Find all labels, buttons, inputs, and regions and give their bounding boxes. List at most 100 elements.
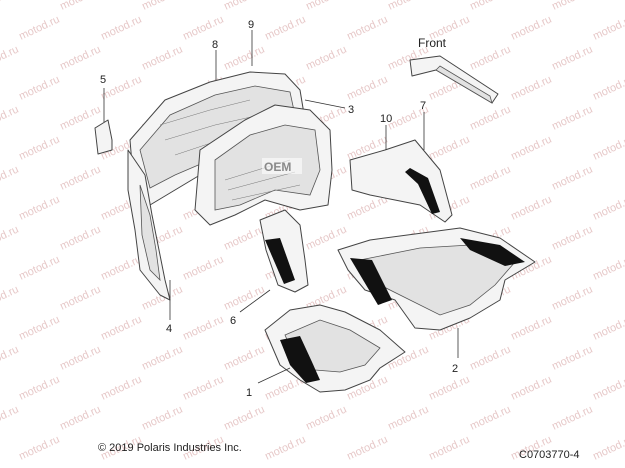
watermark-text: motod.ru — [0, 223, 21, 252]
watermark-text: motod.ru — [427, 373, 471, 402]
watermark-text: motod.ru — [304, 403, 348, 432]
watermark-text: motod.ru — [509, 373, 553, 402]
part-bracket — [94, 119, 113, 155]
watermark-text: motod.ru — [550, 343, 594, 372]
watermark-text: motod.ru — [263, 13, 307, 42]
watermark-text: motod.ru — [58, 283, 102, 312]
watermark-text: motod.ru — [591, 253, 625, 282]
copyright-text: © 2019 Polaris Industries Inc. — [98, 442, 242, 454]
watermark-text: motod.ru — [222, 223, 266, 252]
watermark-text: motod.ru — [17, 13, 61, 42]
watermark-text: motod.ru — [222, 0, 266, 13]
watermark-text: motod.ru — [509, 133, 553, 162]
oem-stamp-text: OEM — [264, 160, 291, 174]
oem-stamp: OEM — [262, 158, 302, 174]
watermark-text: motod.ru — [386, 403, 430, 432]
watermark-text: motod.ru — [345, 13, 389, 42]
part-right-side-panel — [349, 139, 453, 223]
watermark-text: motod.ru — [591, 13, 625, 42]
front-label: Front — [418, 36, 447, 50]
watermark-text: motod.ru — [99, 313, 143, 342]
watermark-text: motod.ru — [550, 43, 594, 72]
watermark-text: motod.ru — [181, 373, 225, 402]
callout-2: 2 — [452, 363, 458, 375]
watermark-text: motod.ru — [17, 433, 61, 462]
callout-4: 4 — [166, 323, 172, 335]
watermark-text: motod.ru — [263, 433, 307, 462]
part-left-floor — [264, 304, 406, 393]
watermark-text: motod.ru — [468, 43, 512, 72]
watermark-text: motod.ru — [222, 43, 266, 72]
diagram-code: C0703770-4 — [519, 449, 580, 461]
watermark-text: motod.ru — [0, 403, 21, 432]
watermark-text: motod.ru — [550, 0, 594, 13]
callout-9: 9 — [248, 19, 254, 31]
watermark-text: motod.ru — [17, 193, 61, 222]
watermark-text: motod.ru — [345, 73, 389, 102]
watermark-text: motod.ru — [140, 43, 184, 72]
watermark-text: motod.ru — [17, 313, 61, 342]
callouts: 1 2 3 4 5 6 7 8 9 10 — [100, 19, 458, 399]
watermark-text: motod.ru — [468, 403, 512, 432]
watermark-text: motod.ru — [0, 283, 21, 312]
watermark-text: motod.ru — [140, 343, 184, 372]
watermark-text: motod.ru — [0, 103, 21, 132]
watermark-text: motod.ru — [550, 283, 594, 312]
watermark-text: motod.ru — [0, 0, 21, 13]
watermark-text: motod.ru — [345, 433, 389, 462]
watermark-text: motod.ru — [509, 73, 553, 102]
callout-7: 7 — [420, 100, 426, 112]
watermark-text: motod.ru — [468, 163, 512, 192]
callout-8: 8 — [212, 39, 218, 51]
watermark-text: motod.ru — [509, 193, 553, 222]
part-center-tunnel — [259, 209, 309, 293]
watermark-text: motod.ru — [468, 343, 512, 372]
watermark-text: motod.ru — [58, 343, 102, 372]
watermark-text: motod.ru — [550, 223, 594, 252]
watermark-text: motod.ru — [0, 343, 21, 372]
watermark-text: motod.ru — [591, 133, 625, 162]
watermark-text: motod.ru — [550, 103, 594, 132]
callout-1: 1 — [246, 387, 252, 399]
watermark-text: motod.ru — [386, 0, 430, 13]
watermark-text: motod.ru — [140, 403, 184, 432]
watermark-text: motod.ru — [58, 163, 102, 192]
watermark-text: motod.ru — [99, 253, 143, 282]
watermark-text: motod.ru — [0, 163, 21, 192]
watermark-text: motod.ru — [181, 253, 225, 282]
watermark-text: motod.ru — [427, 133, 471, 162]
watermark-text: motod.ru — [591, 193, 625, 222]
watermark-text: motod.ru — [468, 103, 512, 132]
watermark-text: motod.ru — [591, 313, 625, 342]
watermark-text: motod.ru — [222, 343, 266, 372]
front-arrow — [409, 55, 499, 104]
watermark-text: motod.ru — [58, 0, 102, 13]
watermark-text: motod.ru — [509, 313, 553, 342]
watermark-text: motod.ru — [591, 433, 625, 462]
watermark-text: motod.ru — [0, 43, 21, 72]
watermark-text: motod.ru — [58, 403, 102, 432]
watermark-text: motod.ru — [17, 73, 61, 102]
watermark-text: motod.ru — [17, 133, 61, 162]
callout-6: 6 — [230, 315, 236, 327]
callout-5: 5 — [100, 74, 106, 86]
watermark-text: motod.ru — [468, 0, 512, 13]
watermark-text: motod.ru — [58, 43, 102, 72]
watermark-text: motod.ru — [181, 13, 225, 42]
callout-10: 10 — [380, 113, 392, 125]
watermark-text: motod.ru — [17, 253, 61, 282]
watermark-text: motod.ru — [304, 0, 348, 13]
watermark-text: motod.ru — [591, 73, 625, 102]
watermark-text: motod.ru — [591, 373, 625, 402]
watermark-text: motod.ru — [140, 0, 184, 13]
watermark-text: motod.ru — [509, 13, 553, 42]
watermark-text: motod.ru — [550, 403, 594, 432]
watermark-text: motod.ru — [222, 403, 266, 432]
callout-3: 3 — [348, 104, 354, 116]
leader-lines — [103, 30, 459, 384]
watermark-text: motod.ru — [181, 313, 225, 342]
watermark-text: motod.ru — [427, 433, 471, 462]
part-right-floor — [337, 227, 536, 331]
